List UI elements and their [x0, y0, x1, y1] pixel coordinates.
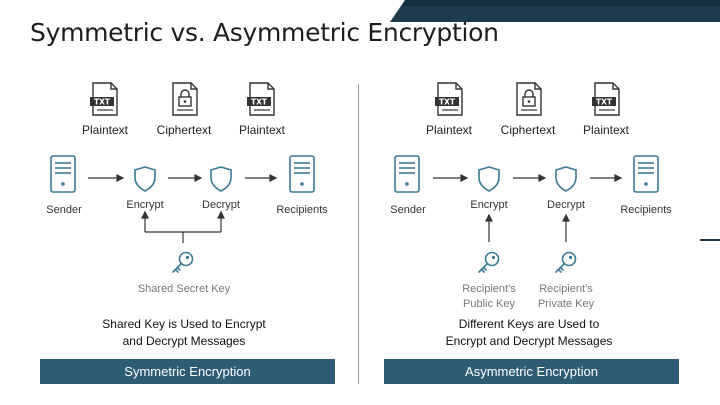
doc-badge-text: TXT	[251, 98, 268, 107]
node-label-sender: Sender	[46, 204, 82, 216]
server-icon	[633, 155, 659, 193]
server-icon	[394, 155, 420, 193]
symmetric-arrows	[88, 174, 278, 243]
section-divider	[358, 84, 359, 384]
public-key-line1: Recipient’s	[462, 283, 516, 295]
locked-document-icon	[516, 82, 542, 116]
node-label-recipients: Recipients	[620, 204, 672, 216]
symmetric-note-line2: and Decrypt Messages	[122, 334, 246, 348]
doc-label-plaintext: Plaintext	[582, 123, 630, 137]
private-key-line2: Private Key	[537, 298, 595, 310]
key-icon	[478, 251, 500, 273]
public-key-line2: Public Key	[463, 298, 515, 310]
symmetric-note: Shared Key is Used to Encrypt and Decryp…	[102, 316, 265, 350]
key-icon	[555, 251, 577, 273]
symmetric-note-line1: Shared Key is Used to Encrypt	[102, 317, 266, 331]
asymmetric-banner: Asymmetric Encryption	[384, 359, 679, 384]
doc-badge-text: TXT	[439, 98, 456, 107]
node-label-decrypt: Decrypt	[547, 199, 585, 211]
document-icon: TXT	[592, 82, 620, 116]
public-key-label: Recipient’s Public Key	[462, 282, 516, 312]
doc-badge-text: TXT	[94, 98, 111, 107]
asymmetric-arrows	[433, 174, 623, 242]
page-title: Symmetric vs. Asymmetric Encryption	[30, 18, 499, 47]
shield-icon	[555, 166, 577, 192]
doc-label-ciphertext: Ciphertext	[500, 123, 556, 137]
node-label-sender: Sender	[390, 204, 426, 216]
server-icon	[289, 155, 315, 193]
shared-key-label: Shared Secret Key	[137, 283, 231, 295]
shield-icon	[134, 166, 156, 192]
locked-document-icon	[172, 82, 198, 116]
private-key-label: Recipient’s Private Key	[538, 282, 594, 312]
node-label-recipients: Recipients	[276, 204, 328, 216]
document-icon: TXT	[90, 82, 118, 116]
symmetric-banner: Symmetric Encryption	[40, 359, 335, 384]
private-key-line1: Recipient’s	[539, 283, 593, 295]
doc-label-plaintext: Plaintext	[238, 123, 286, 137]
document-icon: TXT	[247, 82, 275, 116]
doc-badge-text: TXT	[596, 98, 613, 107]
doc-label-plaintext: Plaintext	[81, 123, 129, 137]
asymmetric-note: Different Keys are Used to Encrypt and D…	[446, 316, 613, 350]
shield-icon	[478, 166, 500, 192]
node-label-encrypt: Encrypt	[470, 199, 508, 211]
asymmetric-note-line2: Encrypt and Decrypt Messages	[445, 334, 613, 348]
server-icon	[50, 155, 76, 193]
doc-label-plaintext: Plaintext	[425, 123, 473, 137]
document-icon: TXT	[435, 82, 463, 116]
node-label-decrypt: Decrypt	[202, 199, 240, 211]
asymmetric-note-line1: Different Keys are Used to	[458, 317, 600, 331]
doc-label-ciphertext: Ciphertext	[156, 123, 212, 137]
key-icon	[172, 251, 194, 273]
shield-icon	[210, 166, 232, 192]
node-label-encrypt: Encrypt	[126, 199, 164, 211]
